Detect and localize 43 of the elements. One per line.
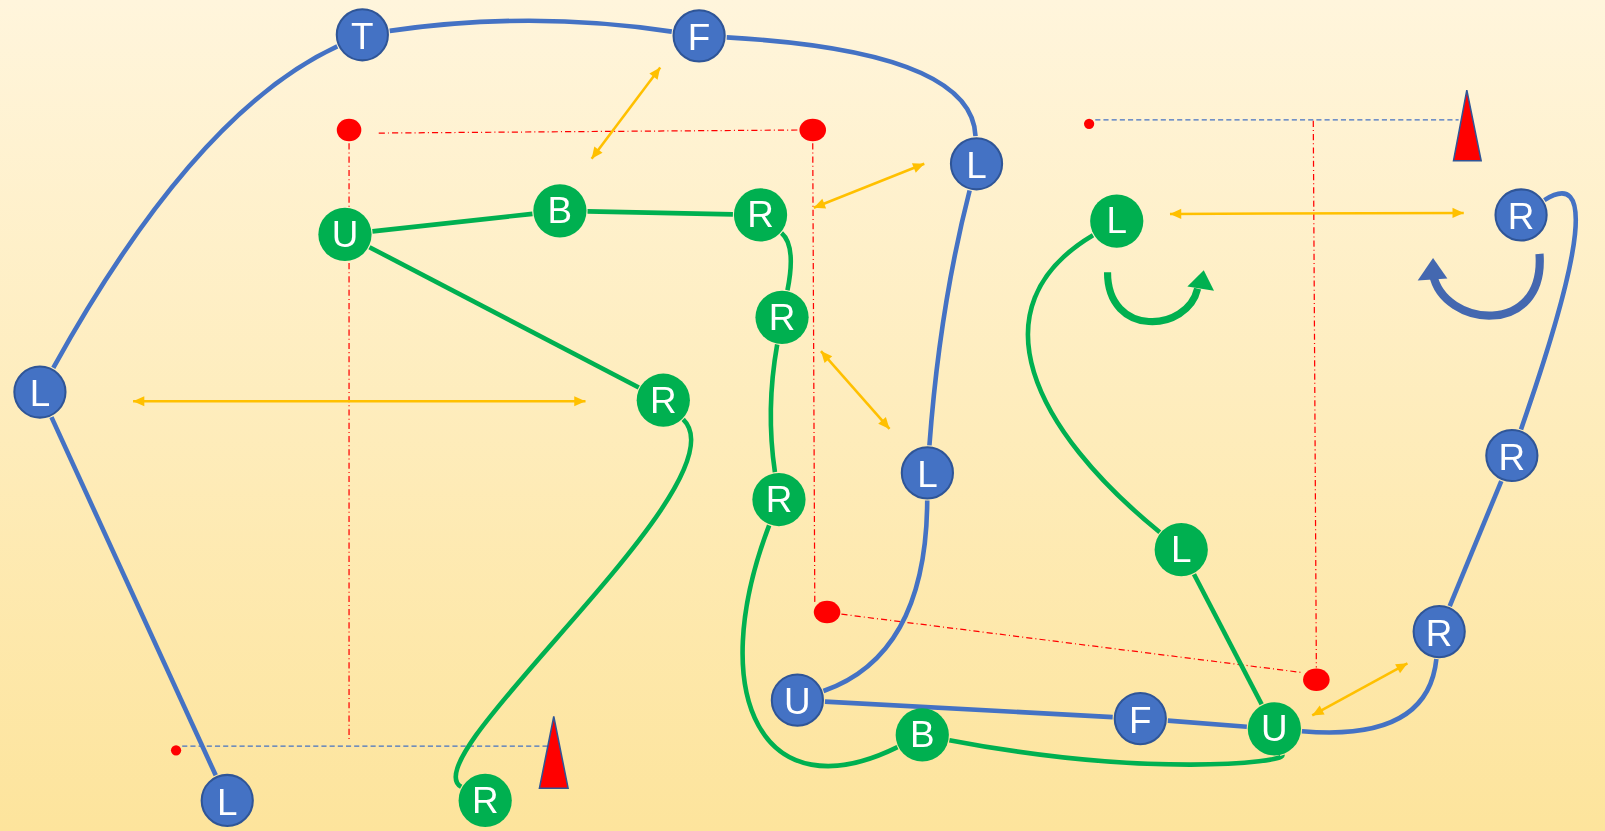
flight-path [927,190,972,446]
waypoint-marker: R [1412,604,1466,659]
flight-path [1191,573,1264,706]
waypoint-marker: R [752,472,806,527]
flight-path [1167,718,1247,729]
flight-path [824,699,1113,720]
flight-path [768,344,780,473]
waypoint-marker: R [636,373,690,427]
flight-path [822,500,930,694]
waypoint-marker: L [200,773,254,828]
flight-path [49,416,218,777]
waypoint-marker: L [1090,194,1144,248]
waypoint-marker: R [1485,428,1539,483]
flight-path [949,737,1284,767]
waypoint-marker: R [755,290,809,344]
waypoint-marker: R [733,188,788,242]
flight-path [1026,233,1162,534]
waypoint-marker: F [672,9,726,63]
waypoint-marker: B [533,184,587,238]
waypoint-marker: U [1247,702,1301,756]
flight-path [726,35,978,137]
waypoint-marker: R [458,773,512,828]
waypoint-marker: U [318,207,372,261]
flight-path [1301,658,1439,735]
flight-path [389,18,673,34]
waypoint-marker: R [1494,188,1548,242]
waypoint-marker: L [1154,523,1208,577]
waypoint-marker: L [949,137,1004,191]
flight-path [1447,480,1504,607]
waypoint-marker: U [770,673,824,727]
waypoint-marker: F [1113,691,1167,746]
flight-path [779,231,794,291]
waypoint-marker: L [13,365,67,419]
flight-path [740,524,899,768]
waypoint-marker: B [895,708,949,762]
flight-path [453,418,694,788]
waypoint-marker: T [335,8,389,62]
waypoint-marker: L [900,446,954,500]
flight-path [1518,191,1578,431]
flight-path [587,209,733,217]
flight-path [368,245,640,390]
flight-path [51,44,339,369]
flight-path [372,211,533,234]
